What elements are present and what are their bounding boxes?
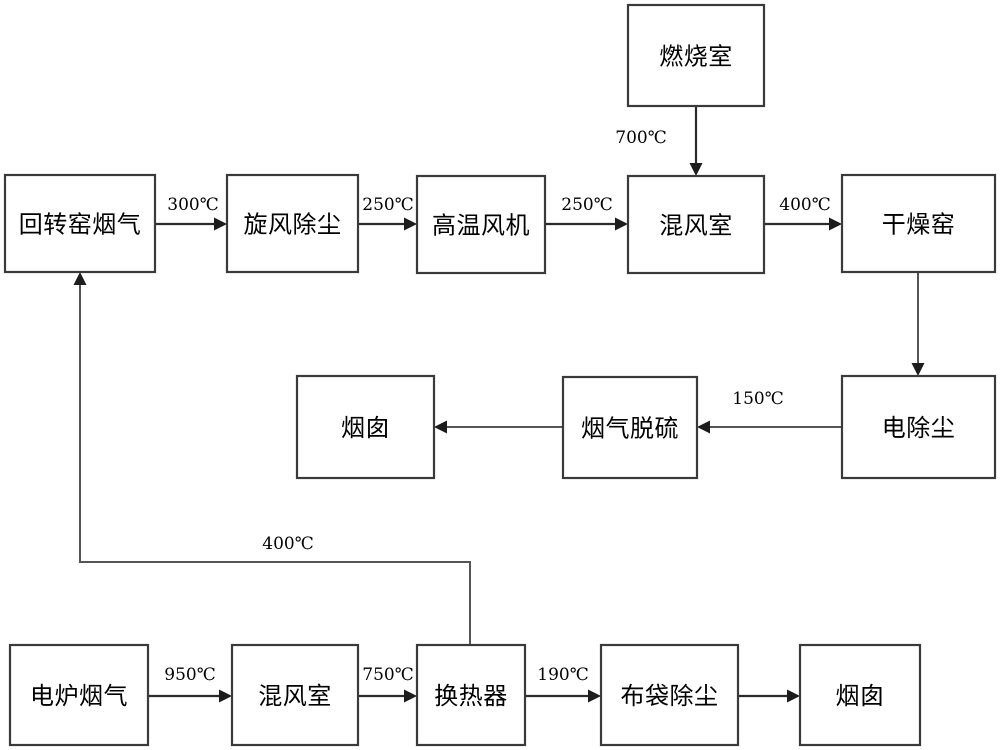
arrowhead-icon [911, 363, 925, 376]
node-box[interactable] [840, 374, 997, 480]
edge-label-e_furnace_mixing: 950℃ [164, 665, 215, 685]
node-combustion_chamber[interactable]: 燃烧室 [626, 3, 766, 108]
edge-e_desulf_chimney [434, 420, 563, 434]
arrowhead-icon [404, 217, 417, 231]
node-label: 干燥窑 [882, 211, 956, 239]
node-label: 混风室 [258, 682, 332, 710]
node-label: 烟气脱硫 [581, 415, 679, 443]
node-box[interactable] [840, 173, 997, 274]
node-box[interactable] [626, 174, 766, 275]
edge-label-e_electro_desulf: 150℃ [732, 389, 783, 409]
edge-label-e_kiln_cyclone: 300℃ [167, 195, 218, 215]
node-box[interactable] [599, 643, 740, 747]
edge-e_electro_desulf [697, 420, 842, 434]
edge-e_drying_electro [911, 272, 925, 376]
arrowhead-icon [689, 163, 703, 176]
node-box[interactable] [626, 3, 766, 108]
node-label: 烟囱 [341, 414, 390, 442]
node-label: 燃烧室 [659, 43, 733, 71]
edge-e_recirculation [73, 272, 471, 645]
edge-e_kiln_cyclone [155, 217, 227, 231]
node-box[interactable] [295, 374, 436, 480]
node-bag_filter[interactable]: 布袋除尘 [599, 643, 740, 747]
node-label: 混风室 [659, 212, 733, 240]
arrowhead-icon [787, 689, 800, 703]
node-label: 高温风机 [432, 212, 530, 240]
edge-e_furnace_mixing [148, 689, 232, 703]
node-chimney_mid[interactable]: 烟囱 [295, 374, 436, 480]
edge-e_cyclone_fan [358, 217, 417, 231]
node-box[interactable] [225, 173, 360, 274]
edge-path [79, 281, 471, 645]
edge-e_exchanger_bag [525, 689, 601, 703]
arrowhead-icon [434, 420, 447, 434]
arrowhead-icon [829, 217, 842, 231]
arrowhead-icon [219, 689, 232, 703]
node-flue_gas_desulf[interactable]: 烟气脱硫 [561, 375, 699, 480]
arrowhead-icon [697, 420, 710, 434]
node-label: 烟囱 [836, 682, 885, 710]
edge-e_bag_chimney [738, 689, 800, 703]
node-label: 布袋除尘 [621, 682, 719, 710]
edge-label-e_combustion_mixing: 700℃ [615, 128, 666, 148]
arrowhead-icon [404, 689, 417, 703]
edges-layer [73, 106, 925, 703]
edge-label-e_cyclone_fan: 250℃ [362, 195, 413, 215]
arrowhead-icon [214, 217, 227, 231]
node-chimney_bottom[interactable]: 烟囱 [798, 643, 922, 747]
edge-label-e_exchanger_bag: 190℃ [537, 665, 588, 685]
edge-e_fan_mixing [545, 217, 628, 231]
node-mixing_chamber_top[interactable]: 混风室 [626, 174, 766, 275]
node-box[interactable] [415, 174, 547, 275]
node-drying_kiln[interactable]: 干燥窑 [840, 173, 997, 274]
edge-label-e_mixing_drying: 400℃ [779, 195, 830, 215]
node-box[interactable] [8, 643, 150, 747]
edge-e_mixing_exchanger [358, 689, 417, 703]
edge-labels-layer: 300℃ 250℃ 250℃ 700℃ 400℃ 150℃ 950℃ 750℃ 190℃ 400℃ [164, 128, 830, 685]
edge-e_combustion_mixing [689, 106, 703, 176]
arrowhead-icon [588, 689, 601, 703]
node-rotary_kiln_gas[interactable]: 回转窑烟气 [3, 173, 157, 274]
edge-label-e_mixing_exchanger: 750℃ [362, 665, 413, 685]
arrowhead-icon [73, 272, 87, 285]
arrowhead-icon [615, 217, 628, 231]
node-heat_exchanger[interactable]: 换热器 [415, 643, 527, 747]
edge-label-e_recirculation: 400℃ [262, 534, 313, 554]
edge-label-e_fan_mixing: 250℃ [561, 195, 612, 215]
node-label: 电炉烟气 [30, 682, 128, 710]
node-label: 回转窑烟气 [19, 211, 142, 239]
node-cyclone_dust[interactable]: 旋风除尘 [225, 173, 360, 274]
node-box[interactable] [230, 643, 360, 747]
node-label: 电除尘 [882, 414, 956, 442]
node-mixing_chamber_bot[interactable]: 混风室 [230, 643, 360, 747]
node-label: 换热器 [434, 682, 508, 710]
node-box[interactable] [561, 375, 699, 480]
node-label: 旋风除尘 [244, 211, 342, 239]
edge-e_mixing_drying [764, 217, 842, 231]
node-box[interactable] [798, 643, 922, 747]
node-electro_dust[interactable]: 电除尘 [840, 374, 997, 480]
node-high_temp_fan[interactable]: 高温风机 [415, 174, 547, 275]
node-electric_furnace_gas[interactable]: 电炉烟气 [8, 643, 150, 747]
nodes-layer: 燃烧室回转窑烟气旋风除尘高温风机混风室干燥窑烟囱烟气脱硫电除尘电炉烟气混风室换热… [3, 3, 997, 747]
node-box[interactable] [3, 173, 157, 274]
node-box[interactable] [415, 643, 527, 747]
